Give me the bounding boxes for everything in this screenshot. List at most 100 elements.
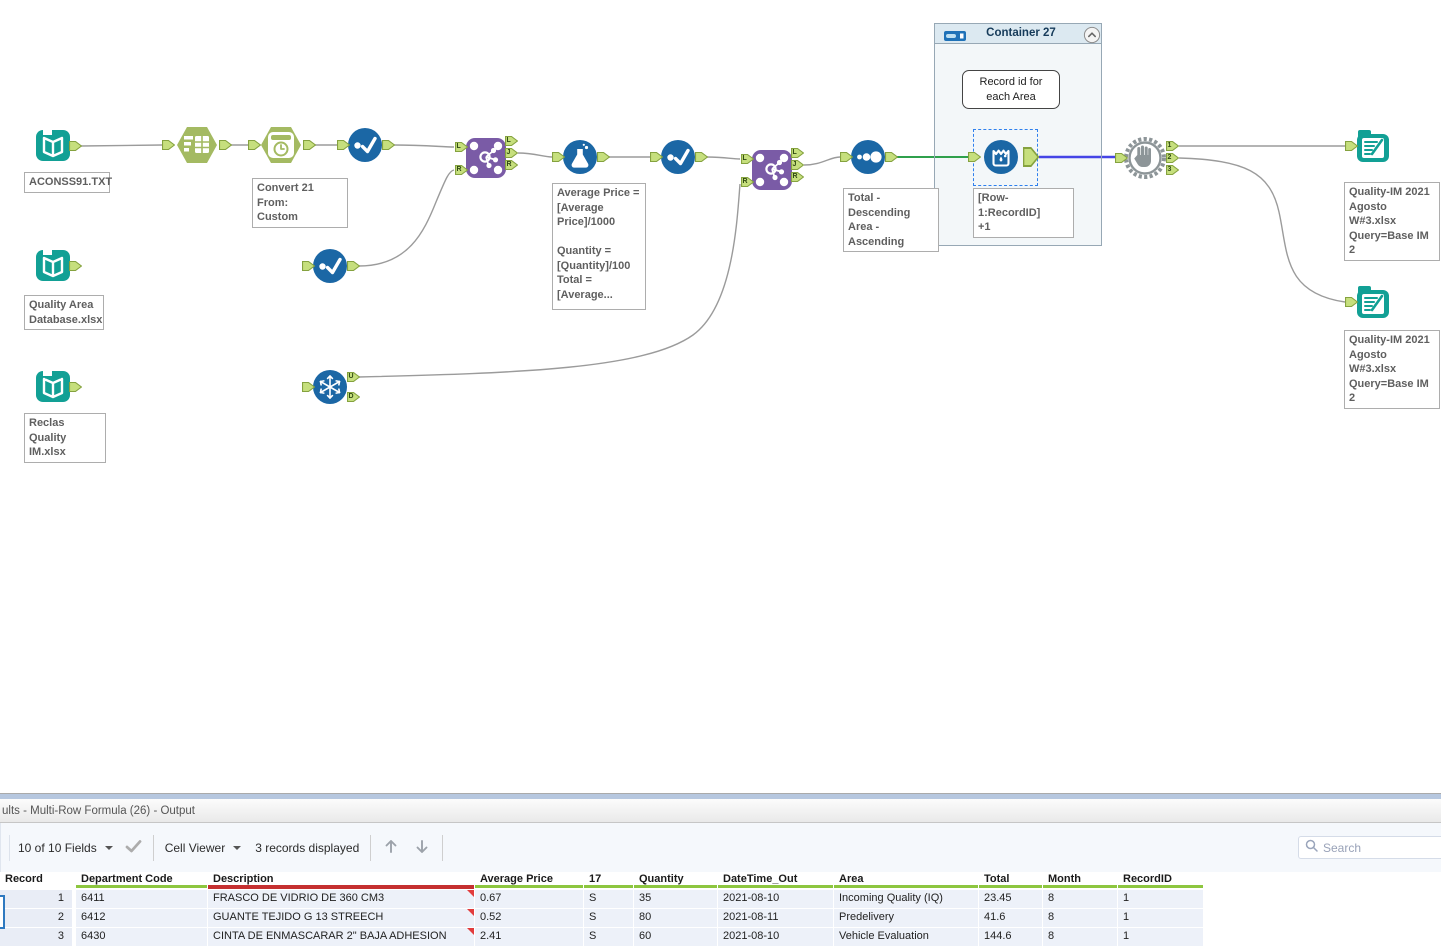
tool-select-1[interactable]: [348, 128, 382, 167]
tool-annotation-formula[interactable]: Average Price = [Average Price]/1000 Qua…: [552, 183, 646, 310]
collapsed-panel-tab[interactable]: [0, 895, 5, 929]
tool-annotation-input1[interactable]: ACONSS91.TXT: [24, 172, 112, 193]
table-cell[interactable]: Predelivery: [834, 909, 978, 927]
connection-wire[interactable]: [80, 144, 163, 147]
connection-port-1[interactable]: 1: [1165, 141, 1179, 151]
tool-join-2[interactable]: [752, 150, 792, 195]
column-header-month[interactable]: Month: [1043, 872, 1117, 889]
connection-port-U[interactable]: U: [346, 372, 360, 382]
column-header-quantity[interactable]: Quantity: [634, 872, 717, 889]
tool-output-data-2[interactable]: [1355, 285, 1391, 324]
connection-port[interactable]: [68, 261, 82, 271]
comment-tool[interactable]: Record id for each Area: [962, 70, 1060, 109]
connection-port-R[interactable]: R: [740, 177, 754, 187]
connection-wire[interactable]: [517, 152, 553, 158]
tool-block-until-done[interactable]: [1122, 135, 1168, 186]
table-cell[interactable]: 2021-08-10: [718, 890, 833, 908]
container-toggle-icon[interactable]: [944, 29, 966, 47]
previous-record-button[interactable]: [382, 837, 400, 860]
table-cell[interactable]: 6411: [76, 890, 207, 908]
connection-port[interactable]: [1344, 297, 1358, 307]
table-cell[interactable]: S: [584, 928, 633, 946]
tool-annotation-output2[interactable]: Quality-IM 2021 Agosto W#3.xlsx Query=Ba…: [1344, 330, 1440, 409]
table-cell[interactable]: 1: [1118, 928, 1203, 946]
cell-viewer-dropdown[interactable]: Cell Viewer: [165, 841, 242, 855]
table-cell[interactable]: 1: [1118, 909, 1203, 927]
connection-port[interactable]: [596, 152, 610, 162]
connection-port[interactable]: [1023, 147, 1039, 167]
table-cell[interactable]: 0.52: [475, 909, 583, 927]
connection-port[interactable]: [68, 382, 82, 392]
search-input[interactable]: [1323, 840, 1433, 855]
table-cell[interactable]: 8: [1043, 890, 1117, 908]
table-cell[interactable]: 80: [634, 909, 717, 927]
connection-port-D[interactable]: D: [346, 392, 360, 402]
connection-port[interactable]: [551, 152, 565, 162]
panel-divider[interactable]: [0, 793, 1441, 799]
container-collapse-button[interactable]: [1083, 26, 1101, 49]
tool-text-to-columns[interactable]: [175, 125, 219, 170]
table-cell[interactable]: GUANTE TEJIDO G 13 STREECH: [208, 909, 474, 927]
tool-annotation-input2[interactable]: Quality Area Database.xlsx: [24, 295, 104, 331]
column-header-average-price[interactable]: Average Price: [475, 872, 583, 889]
column-header-datetime-out[interactable]: DateTime_Out: [718, 872, 833, 889]
table-cell[interactable]: 144.6: [979, 928, 1042, 946]
tool-select-2[interactable]: [661, 140, 695, 179]
connection-port[interactable]: [346, 261, 360, 271]
tool-select-3[interactable]: [313, 249, 347, 288]
connection-port[interactable]: [839, 152, 853, 162]
connection-port-L[interactable]: L: [790, 148, 804, 158]
table-cell[interactable]: 60: [634, 928, 717, 946]
tool-container-27-header[interactable]: Container 27: [934, 23, 1102, 44]
table-cell[interactable]: 2021-08-11: [718, 909, 833, 927]
table-cell[interactable]: 1: [1118, 890, 1203, 908]
tool-multi-row-formula[interactable]: [984, 140, 1018, 179]
column-header-department-code[interactable]: Department Code: [76, 872, 207, 889]
workflow-canvas[interactable]: Container 27 Record id for each Area ACO…: [0, 0, 1441, 793]
tool-input-data-reclas[interactable]: [35, 369, 71, 408]
connection-wire[interactable]: [358, 183, 741, 378]
connection-port[interactable]: [649, 152, 663, 162]
tool-annotation-output1[interactable]: Quality-IM 2021 Agosto W#3.xlsx Query=Ba…: [1344, 182, 1440, 261]
connection-port[interactable]: [68, 141, 82, 151]
tool-input-data-aconss91[interactable]: [35, 128, 71, 167]
column-header-description[interactable]: Description: [208, 872, 474, 889]
connection-port[interactable]: [301, 382, 315, 392]
table-cell[interactable]: 8: [1043, 928, 1117, 946]
table-cell[interactable]: 2021-08-10: [718, 928, 833, 946]
connection-port[interactable]: [218, 140, 232, 150]
connection-wire[interactable]: [358, 169, 455, 267]
connection-wire[interactable]: [706, 156, 741, 160]
record-number-cell[interactable]: 1: [0, 890, 75, 908]
tool-formula[interactable]: [563, 140, 597, 179]
column-header-recordid[interactable]: RecordID: [1118, 872, 1203, 889]
connection-port[interactable]: [161, 140, 175, 150]
table-cell[interactable]: 2.41: [475, 928, 583, 946]
connection-port-L[interactable]: L: [454, 142, 468, 152]
table-cell[interactable]: 35: [634, 890, 717, 908]
connection-port[interactable]: [336, 140, 350, 150]
connection-port-2[interactable]: 2: [1165, 153, 1179, 163]
connection-wire[interactable]: [803, 156, 841, 166]
connection-port-J[interactable]: J: [504, 148, 518, 158]
table-cell[interactable]: 8: [1043, 909, 1117, 927]
connection-port-R[interactable]: R: [454, 165, 468, 175]
tool-annotation-multirow[interactable]: [Row-1:RecordID] +1: [973, 188, 1074, 238]
tool-unique[interactable]: [313, 370, 347, 409]
connection-port-L[interactable]: L: [740, 154, 754, 164]
table-cell[interactable]: 0.67: [475, 890, 583, 908]
table-cell[interactable]: 23.45: [979, 890, 1042, 908]
tool-sort[interactable]: [851, 140, 885, 179]
connection-wire[interactable]: [1178, 157, 1346, 303]
column-header-record[interactable]: Record: [0, 872, 75, 889]
table-cell[interactable]: 6412: [76, 909, 207, 927]
tool-datetime[interactable]: [259, 125, 303, 170]
table-cell[interactable]: S: [584, 909, 633, 927]
tool-annotation-datetime[interactable]: Convert 21 From: Custom: [252, 178, 348, 228]
tool-join-1[interactable]: [466, 138, 506, 183]
table-cell[interactable]: 6430: [76, 928, 207, 946]
connection-port-L[interactable]: L: [504, 136, 518, 146]
